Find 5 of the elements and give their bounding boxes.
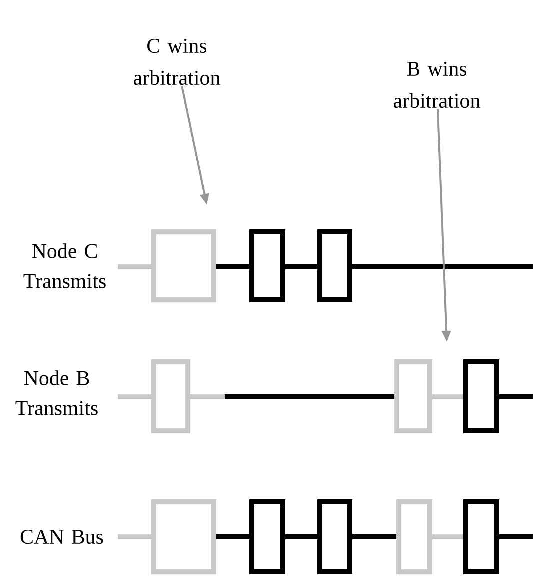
row-label: Node B Transmits (16, 370, 98, 416)
row-label: Node C Transmits (24, 244, 106, 288)
annotation-text: C wins arbitration (134, 38, 220, 86)
row-label: CAN Bus (20, 530, 104, 544)
annotation-text: B wins arbitration (394, 62, 480, 108)
